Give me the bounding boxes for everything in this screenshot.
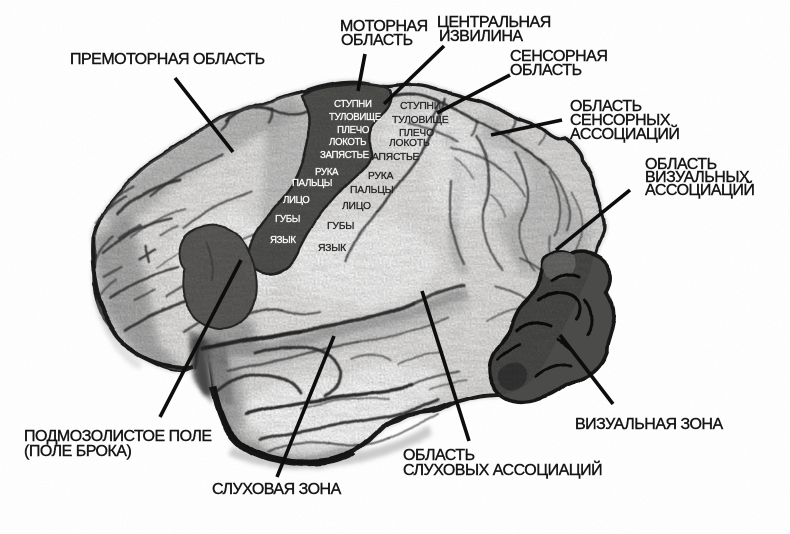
svg-text:ЛИЦО: ЛИЦО [283,195,310,206]
svg-text:ВИЗУАЛЬНАЯ ЗОНА: ВИЗУАЛЬНАЯ ЗОНА [575,416,723,433]
svg-text:ЛОКОТЬ: ЛОКОТЬ [329,137,366,148]
svg-text:МОТОРНАЯ: МОТОРНАЯ [340,18,428,35]
svg-text:ТУЛОВИЩЕ: ТУЛОВИЩЕ [329,112,382,123]
svg-text:ЛОКОТЬ: ЛОКОТЬ [389,138,430,149]
svg-text:ПАЛЬЦЫ: ПАЛЬЦЫ [350,185,394,196]
svg-text:ГУБЫ: ГУБЫ [327,221,354,232]
svg-text:ИЗВИЛИНА: ИЗВИЛИНА [439,28,523,45]
svg-text:РУКА: РУКА [368,171,394,182]
svg-text:СТУПНИ: СТУПНИ [334,99,372,110]
svg-text:СТУПНИ: СТУПНИ [400,101,441,112]
svg-text:РУКА: РУКА [315,167,339,178]
svg-text:(ПОЛЕ БРОКА): (ПОЛЕ БРОКА) [24,443,131,460]
svg-text:СЕНСОРНАЯ: СЕНСОРНАЯ [510,48,607,65]
svg-text:ПАЛЬЦЫ: ПАЛЬЦЫ [292,178,332,189]
svg-text:ВИЗУАЛЬНЫХ: ВИЗУАЛЬНЫХ [645,169,750,186]
svg-text:АПЯСТЬЕ: АПЯСТЬЕ [372,152,420,163]
svg-text:АССОЦИАЦИЙ: АССОЦИАЦИЙ [645,180,754,199]
svg-text:ОБЛАСТЬ: ОБЛАСТЬ [403,447,475,464]
svg-text:АССОЦИАЦИЙ: АССОЦИАЦИЙ [570,124,679,143]
svg-text:ГУБЫ: ГУБЫ [275,214,300,225]
svg-text:ПЛЕЧО: ПЛЕЧО [399,128,434,139]
svg-text:ТУЛОВИЩЕ: ТУЛОВИЩЕ [392,115,449,126]
svg-text:ОБЛАСТЬ: ОБЛАСТЬ [645,156,717,173]
svg-text:СЛУХОВАЯ ЗОНА: СЛУХОВАЯ ЗОНА [212,481,342,498]
svg-text:ОБЛАСТЬ: ОБЛАСТЬ [570,98,642,115]
svg-text:ОБЛАСТЬ: ОБЛАСТЬ [341,32,413,49]
svg-text:ПРЕМОТОРНАЯ ОБЛАСТЬ: ПРЕМОТОРНАЯ ОБЛАСТЬ [70,51,265,68]
svg-text:СЕНСОРНЫХ: СЕНСОРНЫХ [570,112,671,129]
svg-text:ПЛЕЧО: ПЛЕЧО [337,125,370,136]
svg-text:СЛУХОВЫХ АССОЦИАЦИЙ: СЛУХОВЫХ АССОЦИАЦИЙ [403,460,602,479]
svg-text:ПОДМОЗОЛИСТОЕ ПОЛЕ: ПОДМОЗОЛИСТОЕ ПОЛЕ [24,428,212,445]
svg-text:ЦЕНТРАЛЬНАЯ: ЦЕНТРАЛЬНАЯ [437,14,551,31]
svg-text:ЗАПЯСТЬЕ: ЗАПЯСТЬЕ [320,150,370,161]
svg-text:ЯЗЫК: ЯЗЫК [318,243,346,254]
svg-text:ЯЗЫК: ЯЗЫК [270,235,296,246]
svg-text:ОБЛАСТЬ: ОБЛАСТЬ [510,62,582,79]
svg-text:ЛИЦО: ЛИЦО [342,201,371,212]
